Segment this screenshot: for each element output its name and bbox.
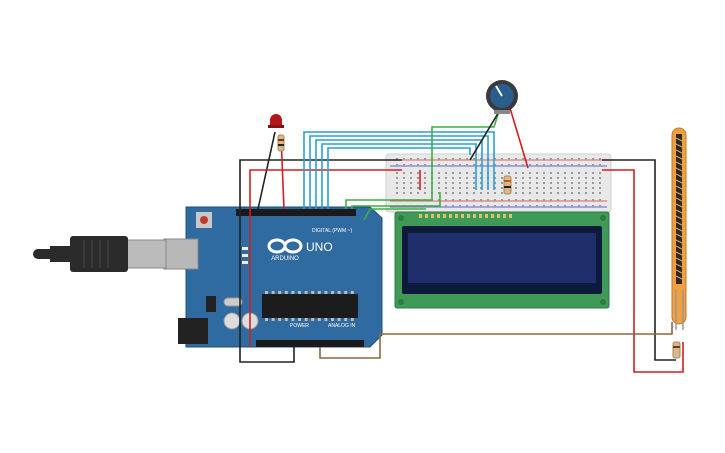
power-analog-header[interactable] [256,340,364,347]
digital-header[interactable] [236,209,356,216]
analog-label: ANALOG IN [328,323,356,329]
flex-sensor[interactable] [671,127,687,330]
led-icon [270,114,282,126]
lcd-screen [408,233,596,283]
lcd-pins [419,214,512,218]
arduino-uno-board[interactable]: ARDUINO UNO DIGITAL (PWM ~) POWER ANALOG… [163,206,383,348]
power-label: POWER [290,323,309,329]
led-resistor[interactable] [277,134,285,152]
usb-cable[interactable] [33,236,167,272]
lcd-resistor[interactable] [503,175,512,195]
model-label: UNO [306,240,333,254]
potentiometer[interactable] [486,80,518,114]
arduino-logo [267,238,303,254]
red-led[interactable] [268,114,284,128]
flex-resistor[interactable] [672,341,681,359]
atmega-chip [262,294,358,318]
digital-label: DIGITAL (PWM ~) [312,228,352,234]
wires [239,107,684,373]
usb-port [163,238,199,270]
flex-sensor-icon [676,134,682,284]
breadboard[interactable] [385,153,612,213]
lcd-display[interactable] [394,211,610,309]
brand-label: ARDUINO [271,256,299,262]
power-jack [178,318,208,344]
